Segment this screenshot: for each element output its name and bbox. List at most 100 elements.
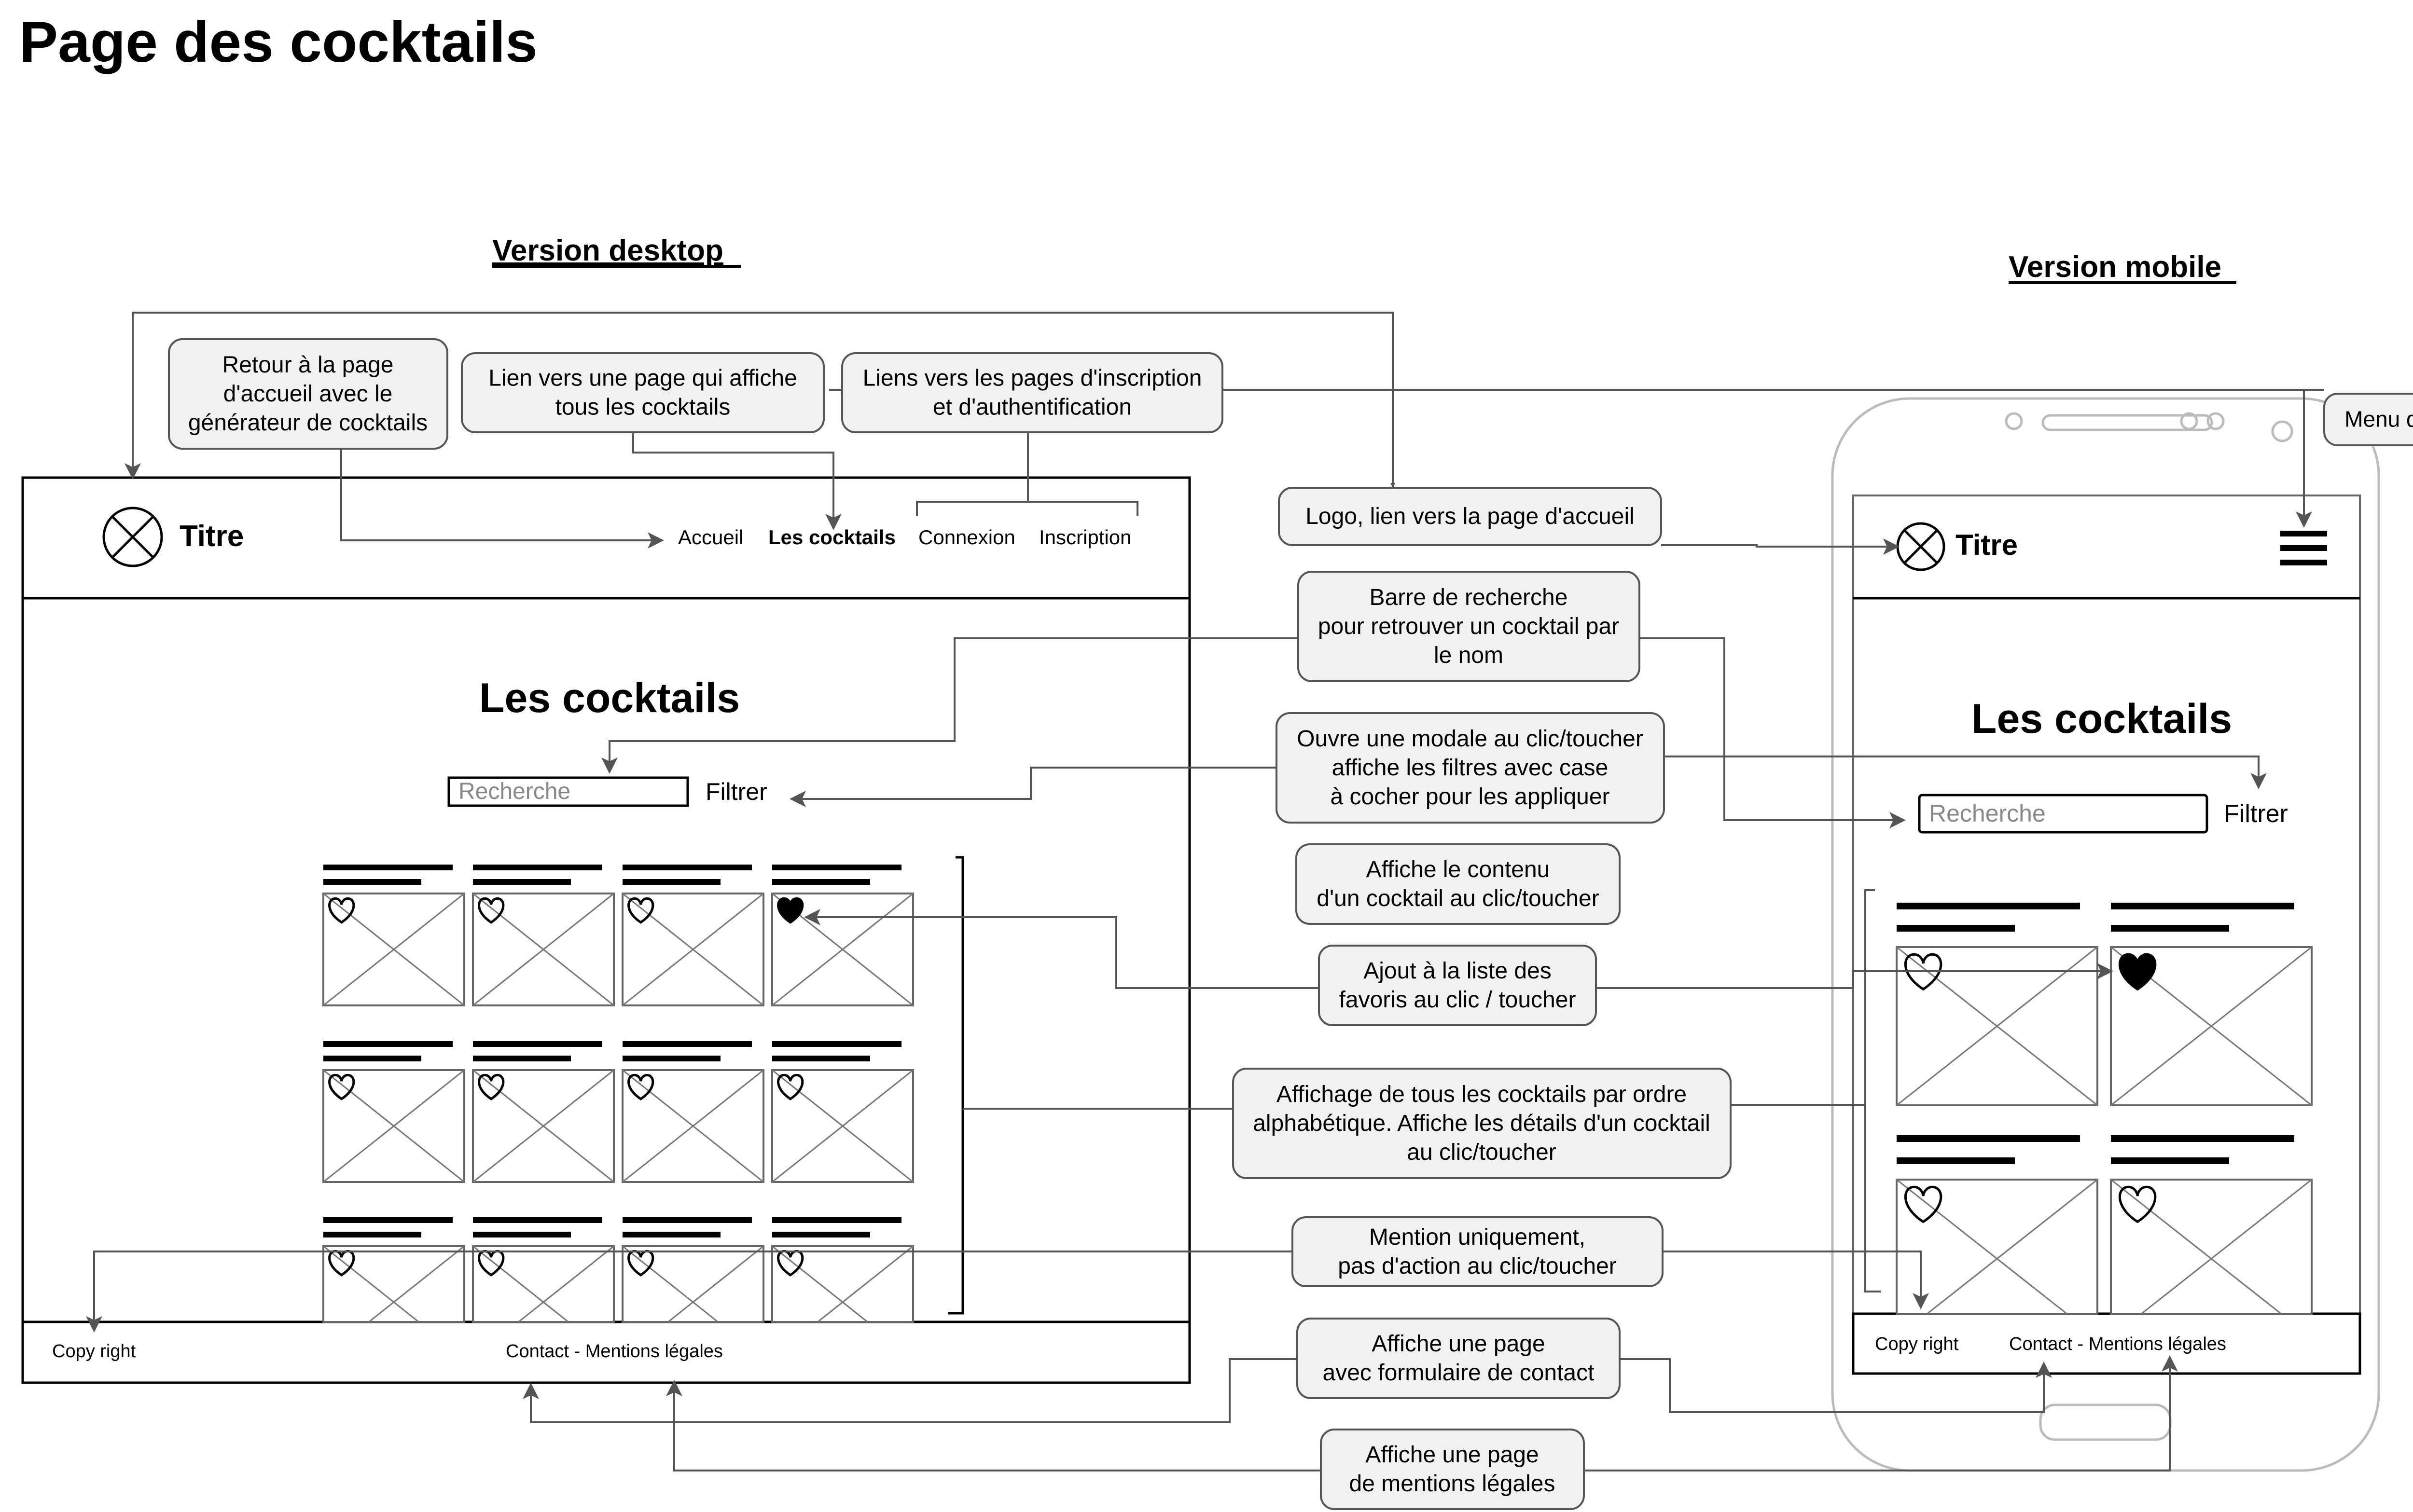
card-title-bar xyxy=(323,1217,453,1223)
card-subtitle-bar xyxy=(473,879,571,885)
cocktail-card[interactable] xyxy=(771,865,914,1006)
mobile-footer-links[interactable]: Contact - Mentions légales xyxy=(2009,1334,2226,1354)
mobile-site-title[interactable]: Titre xyxy=(1955,529,2018,561)
favorite-heart-icon[interactable] xyxy=(478,1073,505,1100)
card-subtitle-bar xyxy=(772,1056,870,1061)
annotation-home: Retour à la page d'accueil avec le générat… xyxy=(168,338,448,450)
annotation-line: affiche les filtres avec case xyxy=(1332,755,1609,781)
desktop-footer-links[interactable]: Contact - Mentions légales xyxy=(506,1341,723,1361)
annotation-line: Menu déroulant xyxy=(2344,406,2413,431)
annotation-line: Lien vers une page qui affiche xyxy=(488,366,797,391)
mobile-wireframe: Titre Les cocktails Recherche Filtrer Co… xyxy=(1831,397,2380,1472)
favorite-heart-icon[interactable] xyxy=(1904,1185,1942,1223)
card-image-placeholder xyxy=(771,1245,914,1323)
cocktail-card[interactable] xyxy=(322,1217,465,1323)
annotation-line: d'accueil avec le xyxy=(223,381,393,407)
desktop-main-title: Les cocktails xyxy=(479,675,740,721)
favorite-heart-icon[interactable] xyxy=(777,1250,804,1277)
favorite-filled-heart-icon[interactable] xyxy=(2119,953,2157,991)
mobile-logo-icon[interactable] xyxy=(1896,522,1945,571)
desktop-wireframe: Titre Accueil Les cocktails Connexion In… xyxy=(21,476,1191,1384)
cocktail-card[interactable] xyxy=(622,1041,764,1183)
mobile-cocktail-grid xyxy=(1896,903,2313,1315)
desktop-site-title[interactable]: Titre xyxy=(180,520,244,553)
annotation-modal: Ouvre une modale au clic/toucher affiche … xyxy=(1276,712,1665,824)
favorite-heart-icon[interactable] xyxy=(777,1073,804,1100)
page-title: Page des cocktails xyxy=(19,10,538,74)
annotation-line: Ajout à la liste des xyxy=(1363,958,1552,984)
cocktail-card[interactable] xyxy=(622,865,764,1006)
desktop-nav-accueil[interactable]: Accueil xyxy=(678,526,743,549)
mobile-filter-button[interactable]: Filtrer xyxy=(2224,800,2288,828)
desktop-heading: Version desktop xyxy=(492,234,723,267)
card-subtitle-bar xyxy=(323,1056,421,1061)
hamburger-menu-icon[interactable] xyxy=(2280,531,2327,565)
annotation-logo: Logo, lien vers la page d'accueil xyxy=(1278,487,1662,546)
favorite-heart-icon[interactable] xyxy=(2119,1185,2157,1223)
cocktail-card[interactable] xyxy=(771,1041,914,1183)
cocktail-card[interactable] xyxy=(322,1041,465,1183)
desktop-cocktail-grid xyxy=(322,865,914,1323)
desktop-nav-cocktails[interactable]: Les cocktails xyxy=(768,526,896,549)
card-subtitle-bar xyxy=(2111,1157,2229,1164)
annotation-line: Barre de recherche xyxy=(1370,585,1568,610)
card-image-placeholder xyxy=(1896,1179,2098,1315)
card-subtitle-bar xyxy=(1897,1157,2015,1164)
favorite-heart-icon[interactable] xyxy=(328,1073,355,1100)
card-title-bar xyxy=(623,1217,752,1223)
cocktail-card[interactable] xyxy=(622,1217,764,1323)
cocktail-card[interactable] xyxy=(322,865,465,1006)
annotation-mention: Mention uniquement,pas d'action au clic/… xyxy=(1291,1216,1664,1287)
annotation-search: Barre de recherche pour retrouver un cock… xyxy=(1297,571,1640,682)
favorite-heart-icon[interactable] xyxy=(627,1073,654,1100)
favorite-heart-icon[interactable] xyxy=(478,1250,505,1277)
cocktail-card[interactable] xyxy=(2110,1135,2313,1315)
annotation-line: pour retrouver un cocktail par xyxy=(1318,614,1619,639)
mobile-search-input[interactable] xyxy=(1918,794,2208,834)
mobile-footer-copyright: Copy right xyxy=(1875,1334,1959,1354)
desktop-logo-icon[interactable] xyxy=(102,507,163,567)
favorite-heart-icon[interactable] xyxy=(1904,953,1942,991)
card-title-bar xyxy=(2111,903,2294,909)
favorite-filled-heart-icon[interactable] xyxy=(777,897,804,924)
cocktail-card[interactable] xyxy=(1896,903,2098,1106)
annotation-all: Lien vers une page qui affiche tous les c… xyxy=(461,352,825,433)
desktop-search-input[interactable] xyxy=(447,776,689,807)
card-title-bar xyxy=(623,1041,752,1047)
favorite-heart-icon[interactable] xyxy=(627,1250,654,1277)
cocktail-card[interactable] xyxy=(2110,903,2313,1106)
cocktail-card[interactable] xyxy=(472,865,615,1006)
cocktail-card[interactable] xyxy=(472,1217,615,1323)
desktop-nav-inscription[interactable]: Inscription xyxy=(1039,526,1131,549)
annotation-line: tous les cocktails xyxy=(555,395,731,420)
card-title-bar xyxy=(323,865,453,870)
connectors xyxy=(86,312,2324,1471)
favorite-heart-icon[interactable] xyxy=(328,1250,355,1277)
mobile-search-placeholder: Recherche xyxy=(1929,800,2046,827)
annotation-line: générateur de cocktails xyxy=(188,410,428,436)
favorite-heart-icon[interactable] xyxy=(478,897,505,924)
favorite-heart-icon[interactable] xyxy=(627,897,654,924)
cocktail-card[interactable] xyxy=(771,1217,914,1323)
cocktail-card[interactable] xyxy=(1896,1135,2098,1315)
desktop-footer-copyright: Copy right xyxy=(52,1341,136,1361)
annotation-line: à cocher pour les appliquer xyxy=(1330,784,1609,810)
card-image-placeholder xyxy=(472,1245,615,1323)
card-subtitle-bar xyxy=(2111,925,2229,932)
cocktail-card[interactable] xyxy=(472,1041,615,1183)
annotation-notes: Retour à la page d'accueil avec le générat… xyxy=(168,338,2413,1510)
favorite-heart-icon[interactable] xyxy=(328,897,355,924)
desktop-filter-button[interactable]: Filtrer xyxy=(706,778,767,805)
annotation-line: au clic/toucher xyxy=(1407,1140,1556,1165)
annotation-line: Ouvre une modale au clic/toucher xyxy=(1297,726,1643,752)
annotation-line: Retour à la page xyxy=(222,352,394,378)
card-image-placeholder xyxy=(322,1245,465,1323)
card-subtitle-bar xyxy=(323,879,421,885)
card-title-bar xyxy=(772,1041,901,1047)
card-subtitle-bar xyxy=(473,1056,571,1061)
annotation-line: Logo, lien vers la page d'accueil xyxy=(1305,504,1635,529)
desktop-nav-connexion[interactable]: Connexion xyxy=(918,526,1015,549)
card-image-placeholder xyxy=(622,1245,764,1323)
annotation-list: Affichage de tous les cocktails par ordr… xyxy=(1232,1068,1732,1179)
